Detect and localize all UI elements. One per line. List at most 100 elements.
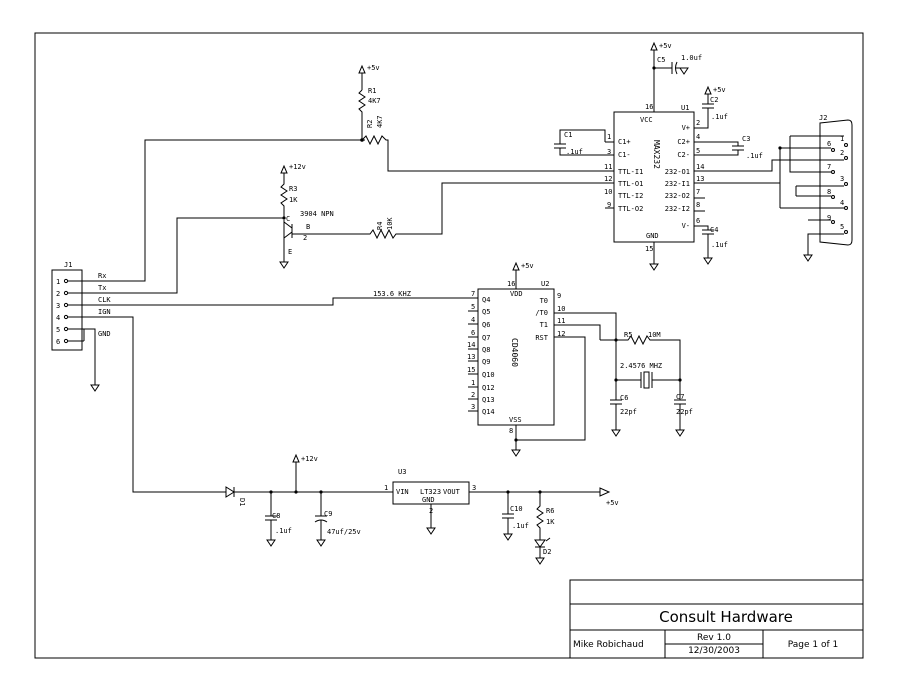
svg-text:5: 5 [840, 223, 844, 231]
svg-text:.1uf: .1uf [512, 522, 529, 530]
author-text: Mike Robichaud [573, 640, 644, 650]
svg-text:6: 6 [56, 338, 60, 346]
svg-text:7: 7 [471, 290, 475, 298]
svg-text:14: 14 [696, 163, 704, 171]
svg-text:CLK: CLK [98, 296, 111, 304]
svg-text:10: 10 [557, 305, 565, 313]
svg-text:.1uf: .1uf [711, 113, 728, 121]
svg-text:.1uf: .1uf [566, 148, 583, 156]
j1-wiring [68, 139, 478, 493]
svg-text:.1uf: .1uf [275, 527, 292, 535]
svg-text:7: 7 [827, 163, 831, 171]
svg-text:11: 11 [604, 163, 612, 171]
svg-text:3: 3 [840, 175, 844, 183]
r1-r2-pullup: +5v R1 4K7 R2 4K7 [358, 64, 614, 172]
svg-text:C5: C5 [657, 56, 665, 64]
page-number-text: Page 1 of 1 [788, 640, 839, 650]
svg-text:R5: R5 [624, 331, 632, 339]
svg-text:3: 3 [607, 148, 611, 156]
svg-text:3: 3 [472, 484, 476, 492]
svg-text:Rx: Rx [98, 272, 106, 280]
svg-text:2.4576 MHZ: 2.4576 MHZ [620, 362, 662, 370]
svg-text:3: 3 [471, 403, 475, 411]
svg-text:+5v: +5v [713, 86, 726, 94]
svg-text:VCC: VCC [640, 116, 653, 124]
svg-text:1: 1 [607, 133, 611, 141]
svg-text:2: 2 [471, 391, 475, 399]
svg-text:Tx: Tx [98, 284, 106, 292]
svg-text:5: 5 [56, 326, 60, 334]
svg-text:E: E [288, 248, 292, 256]
svg-text:TTL-O2: TTL-O2 [618, 205, 643, 213]
svg-text:RST: RST [535, 334, 548, 342]
svg-text:C9: C9 [324, 510, 332, 518]
revision-text: Rev 1.0 [697, 633, 731, 643]
svg-text:TTL-O1: TTL-O1 [618, 180, 643, 188]
svg-text:C1: C1 [564, 131, 572, 139]
svg-text:1K: 1K [289, 196, 298, 204]
svg-text:.1uf: .1uf [746, 152, 763, 160]
svg-text:GND: GND [646, 232, 659, 240]
svg-text:10K: 10K [386, 217, 394, 230]
title-text: Consult Hardware [659, 608, 793, 626]
svg-text:13: 13 [467, 353, 475, 361]
svg-text:LT323: LT323 [420, 488, 441, 496]
svg-text:CD4060: CD4060 [510, 338, 519, 367]
svg-text:6: 6 [827, 140, 831, 148]
svg-text:C6: C6 [620, 394, 628, 402]
date-text: 12/30/2003 [688, 646, 740, 656]
svg-text:C10: C10 [510, 505, 523, 513]
svg-text:Q13: Q13 [482, 396, 495, 404]
svg-text:Q9: Q9 [482, 358, 490, 366]
svg-text:T1: T1 [540, 321, 548, 329]
svg-text:+5v: +5v [659, 42, 672, 50]
svg-text:15: 15 [645, 245, 653, 253]
svg-text:U2: U2 [541, 280, 549, 288]
svg-text:D1: D1 [238, 498, 246, 506]
svg-text:Q6: Q6 [482, 321, 490, 329]
svg-text:V-: V- [682, 222, 690, 230]
svg-text:C2-: C2- [677, 151, 690, 159]
svg-text:1: 1 [840, 135, 844, 143]
svg-text:IGN: IGN [98, 308, 111, 316]
svg-text:9: 9 [557, 292, 561, 300]
svg-text:C1+: C1+ [618, 138, 631, 146]
svg-text:Q8: Q8 [482, 346, 490, 354]
svg-text:4: 4 [840, 199, 844, 207]
svg-text:2: 2 [840, 149, 844, 157]
power-regulator: D1 C8 .1uf +12v C9 47uf/25v U3 VIN LT323… [225, 453, 619, 565]
svg-text:8: 8 [827, 188, 831, 196]
svg-text:J2: J2 [819, 114, 827, 122]
svg-text:5: 5 [471, 303, 475, 311]
svg-text:4: 4 [696, 133, 700, 141]
svg-text:C8: C8 [272, 512, 280, 520]
svg-text:2: 2 [696, 119, 700, 127]
svg-text:16: 16 [645, 103, 653, 111]
svg-text:J1: J1 [64, 261, 72, 269]
svg-text:B: B [306, 223, 310, 231]
svg-text:10M: 10M [648, 331, 661, 339]
svg-text:232-I1: 232-I1 [665, 180, 690, 188]
svg-text:C1-: C1- [618, 151, 631, 159]
svg-text:+12v: +12v [301, 455, 318, 463]
svg-text:3904 NPN: 3904 NPN [300, 210, 334, 218]
svg-text:VOUT: VOUT [443, 488, 461, 496]
svg-text:13: 13 [696, 175, 704, 183]
u2-cd4060: U2 VDD VSS CD4060 Q4 Q5 Q6 Q7 Q8 Q9 Q10 … [373, 261, 693, 457]
svg-text:T0: T0 [540, 297, 548, 305]
svg-text:153.6 KHZ: 153.6 KHZ [373, 290, 411, 298]
svg-text:Q7: Q7 [482, 334, 490, 342]
svg-text:4: 4 [471, 316, 475, 324]
u1-max232: U1 VCC GND MAX232 C1+ C1- TTL-I1 TTL-O1 … [554, 41, 763, 271]
svg-text:10: 10 [604, 188, 612, 196]
svg-text:C2+: C2+ [677, 138, 690, 146]
svg-text:1.0uf: 1.0uf [681, 54, 702, 62]
svg-text:9: 9 [827, 214, 831, 222]
j2-db9-connector: J2 1 6 2 7 3 8 4 9 5 [694, 114, 853, 262]
svg-text:7: 7 [696, 188, 700, 196]
svg-text:4K7: 4K7 [376, 115, 384, 128]
svg-text:16: 16 [507, 280, 515, 288]
svg-text:4K7: 4K7 [368, 97, 381, 105]
